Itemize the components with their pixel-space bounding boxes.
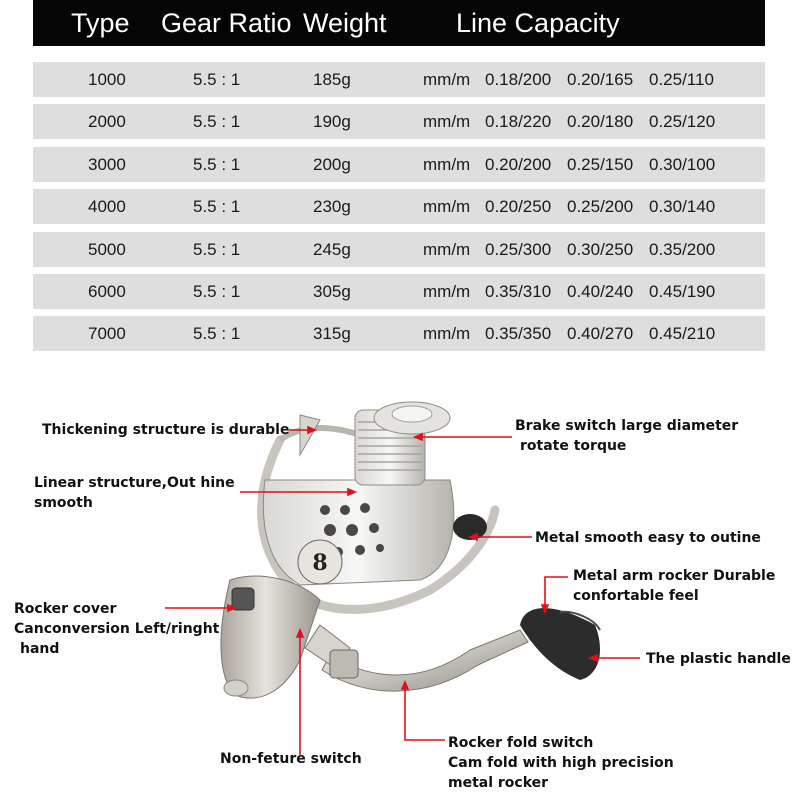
table-row: 7000 5.5 : 1 315g mm/m 0.35/350 0.40/270 0.45/… [33,316,765,352]
cell-weight: 190g [313,112,351,132]
callout-thickening: Thickening structure is durable [42,422,290,438]
table-row: 2000 5.5 : 1 190g mm/m 0.18/220 0.20/180 0.25/… [33,104,765,140]
table-row: 4000 5.5 : 1 230g mm/m 0.20/250 0.25/200 0.30/… [33,189,765,225]
table-row: 1000 5.5 : 1 185g mm/m 0.18/200 0.20/165 0.25/… [33,62,765,97]
cell-unit: mm/m [423,324,471,344]
fold-switch [329,649,359,679]
header-line-capacity: Line Capacity [456,8,620,38]
cell-unit: mm/m [423,70,471,89]
callout-brake-switch: Brake switch large diameter rotate torqu… [515,416,738,456]
plastic-handle [520,608,600,680]
callout-brake-line2: rotate torque [520,438,627,454]
cell-type: 3000 [88,154,126,174]
cell-gear-ratio: 5.5 : 1 [193,112,241,132]
header-weight: Weight [303,8,387,38]
cell-capacity-2: 0.40/270 [567,324,634,344]
callout-brake-line1: Brake switch large diameter [515,418,739,434]
callout-rocker-cover-line2: Canconversion Left/ringht [14,621,220,637]
callout-linear-structure: Linear structure,Out hine smooth [34,473,235,513]
cell-type: 2000 [88,112,126,132]
cell-capacity-1: 0.20/200 [485,154,552,174]
metal-arm [321,629,529,692]
product-diagram: 8 [0,380,800,800]
header-gear-ratio: Gear Ratio [161,8,292,38]
cell-weight: 315g [313,324,351,344]
callout-linear-line2: smooth [34,495,93,511]
callout-metal-arm-line2: confortable feel [573,588,699,604]
cell-weight: 305g [313,282,351,301]
cell-capacity-3: 0.25/110 [649,70,714,89]
cell-capacity-1: 0.20/250 [485,197,552,217]
cell-gear-ratio: 5.5 : 1 [193,282,241,301]
cell-capacity-3: 0.30/100 [649,154,716,174]
cell-unit: mm/m [423,197,471,217]
table-row: 6000 5.5 : 1 305g mm/m 0.35/310 0.40/240 0.45/… [33,274,765,309]
cell-capacity-1: 0.35/310 [485,282,552,301]
cell-type: 5000 [88,239,126,259]
line-roller [453,514,487,540]
rotor-cup [262,479,455,586]
cell-capacity-1: 0.35/350 [485,324,552,344]
header-type: Type [71,8,130,38]
callout-rocker-cover-line1: Rocker cover [14,601,117,617]
callout-non-feture-switch: Non-feture switch [220,751,362,767]
rocker-cover [231,587,255,611]
callout-rocker-fold-line2: Cam fold with high precision [448,755,674,771]
callout-rocker-cover-line3: hand [20,641,60,657]
cell-capacity-2: 0.40/240 [567,282,634,301]
callout-rocker-fold-line1: Rocker fold switch [448,735,594,751]
cell-capacity-3: 0.45/210 [649,324,716,344]
callout-plastic-handle: The plastic handle [646,651,791,667]
cell-weight: 185g [313,70,351,89]
cell-unit: mm/m [423,239,471,259]
callout-rocker-fold-line3: metal rocker [448,775,549,791]
callout-linear-line1: Linear structure,Out hine [34,475,235,491]
cell-type: 7000 [88,324,126,344]
reel-badge: 8 [312,550,327,576]
cell-capacity-1: 0.18/200 [485,70,552,89]
cell-unit: mm/m [423,154,471,174]
cell-capacity-1: 0.25/300 [485,239,552,259]
cell-unit: mm/m [423,112,471,132]
cell-weight: 200g [313,154,351,174]
cell-capacity-2: 0.25/200 [567,197,634,217]
bail-arm [257,435,500,614]
cell-type: 1000 [88,70,126,89]
cell-capacity-3: 0.30/140 [649,197,716,217]
cell-weight: 230g [313,197,351,217]
table-row: 5000 5.5 : 1 245g mm/m 0.25/300 0.30/250 0.35/… [33,231,765,267]
callout-metal-arm: Metal arm rocker Durable confortable fee… [573,566,775,606]
cell-gear-ratio: 5.5 : 1 [193,70,241,89]
cell-capacity-3: 0.45/190 [649,282,716,301]
callout-rocker-fold: Rocker fold switch Cam fold with high pr… [448,733,674,793]
cell-gear-ratio: 5.5 : 1 [193,154,241,174]
callout-metal-smooth: Metal smooth easy to outine [535,530,761,546]
cell-capacity-2: 0.20/165 [567,70,634,89]
cell-gear-ratio: 5.5 : 1 [193,324,241,344]
cell-capacity-1: 0.18/220 [485,112,552,132]
cell-type: 6000 [88,282,126,301]
cell-capacity-3: 0.35/200 [649,239,716,259]
cell-capacity-3: 0.25/120 [649,112,716,132]
cell-weight: 245g [313,239,351,259]
cell-capacity-2: 0.25/150 [567,154,634,174]
callout-metal-arm-line1: Metal arm rocker Durable [573,568,776,584]
cell-gear-ratio: 5.5 : 1 [193,239,241,259]
cell-unit: mm/m [423,282,471,301]
cell-capacity-2: 0.20/180 [567,112,634,132]
cell-type: 4000 [88,197,126,217]
cell-capacity-2: 0.30/250 [567,239,634,259]
cell-gear-ratio: 5.5 : 1 [193,197,241,217]
table-row: 3000 5.5 : 1 200g mm/m 0.20/200 0.25/150 0.30/… [33,146,765,182]
spec-table-header: Type Gear Ratio Weight Line Capacity [33,0,765,46]
callout-rocker-cover: Rocker cover Canconversion Left/ringht h… [14,599,219,659]
spinning-reel-illustration: 8 [165,401,640,755]
